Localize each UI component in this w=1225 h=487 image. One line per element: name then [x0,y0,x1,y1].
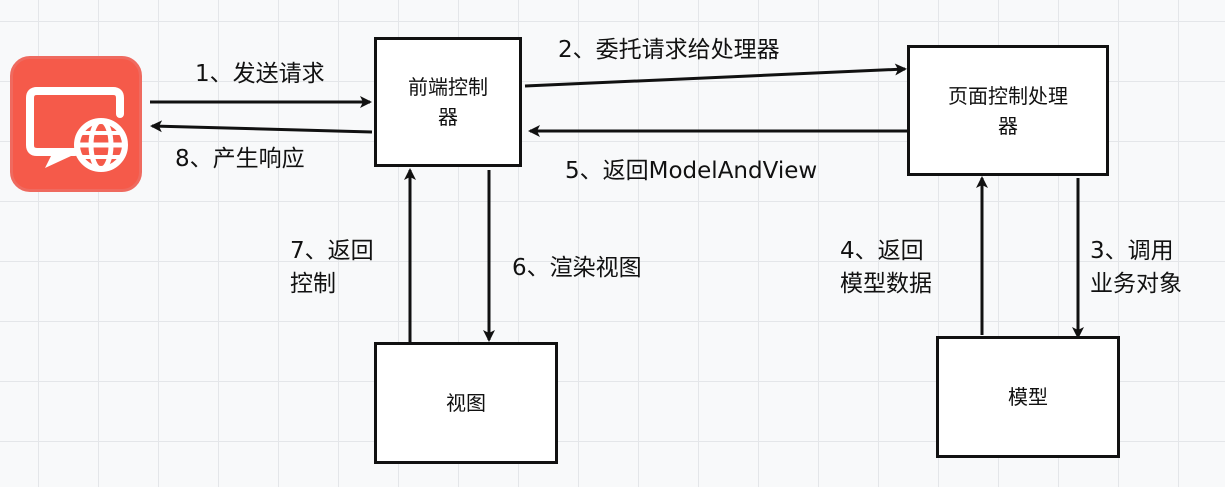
view-node: 视图 [374,342,558,464]
front-controller-node: 前端控制 器 [374,37,522,167]
model-label: 模型 [1008,385,1048,409]
model-node: 模型 [936,336,1120,458]
edge-label-return-control-line2: 控制 [290,271,336,297]
arrow-delegate [524,63,907,88]
edge-label-call-business-line1: 3、调用 [1090,238,1174,264]
edge-label-response: 8、产生响应 [175,146,305,172]
page-handler-label-line1: 页面控制处理 [948,83,1068,108]
edge-label-return-control: 7、返回 控制 [290,235,374,301]
page-handler-node: 页面控制处理 器 [907,45,1109,176]
arrow-response [150,120,373,134]
front-controller-label-line2: 器 [438,105,458,129]
edge-label-return-model-data-line2: 模型数据 [840,271,932,297]
edge-label-return-model-data: 4、返回 模型数据 [840,235,932,301]
edge-label-return-control-line1: 7、返回 [290,238,374,264]
edge-label-delegate: 2、委托请求给处理器 [558,37,780,63]
client-browser-icon [10,56,142,192]
view-label: 视图 [446,391,486,415]
page-handler-label-line2: 器 [998,113,1018,138]
edge-label-send-request: 1、发送请求 [195,61,325,87]
front-controller-label-line1: 前端控制 [408,75,488,99]
edge-label-return-model-data-line1: 4、返回 [840,238,924,264]
edge-label-return-modelandview: 5、返回ModelAndView [565,158,818,184]
browser-globe-icon [26,87,128,172]
edge-label-call-business: 3、调用 业务对象 [1090,235,1182,301]
edge-label-call-business-line2: 业务对象 [1090,271,1182,297]
edge-label-render-view: 6、渲染视图 [512,255,642,281]
